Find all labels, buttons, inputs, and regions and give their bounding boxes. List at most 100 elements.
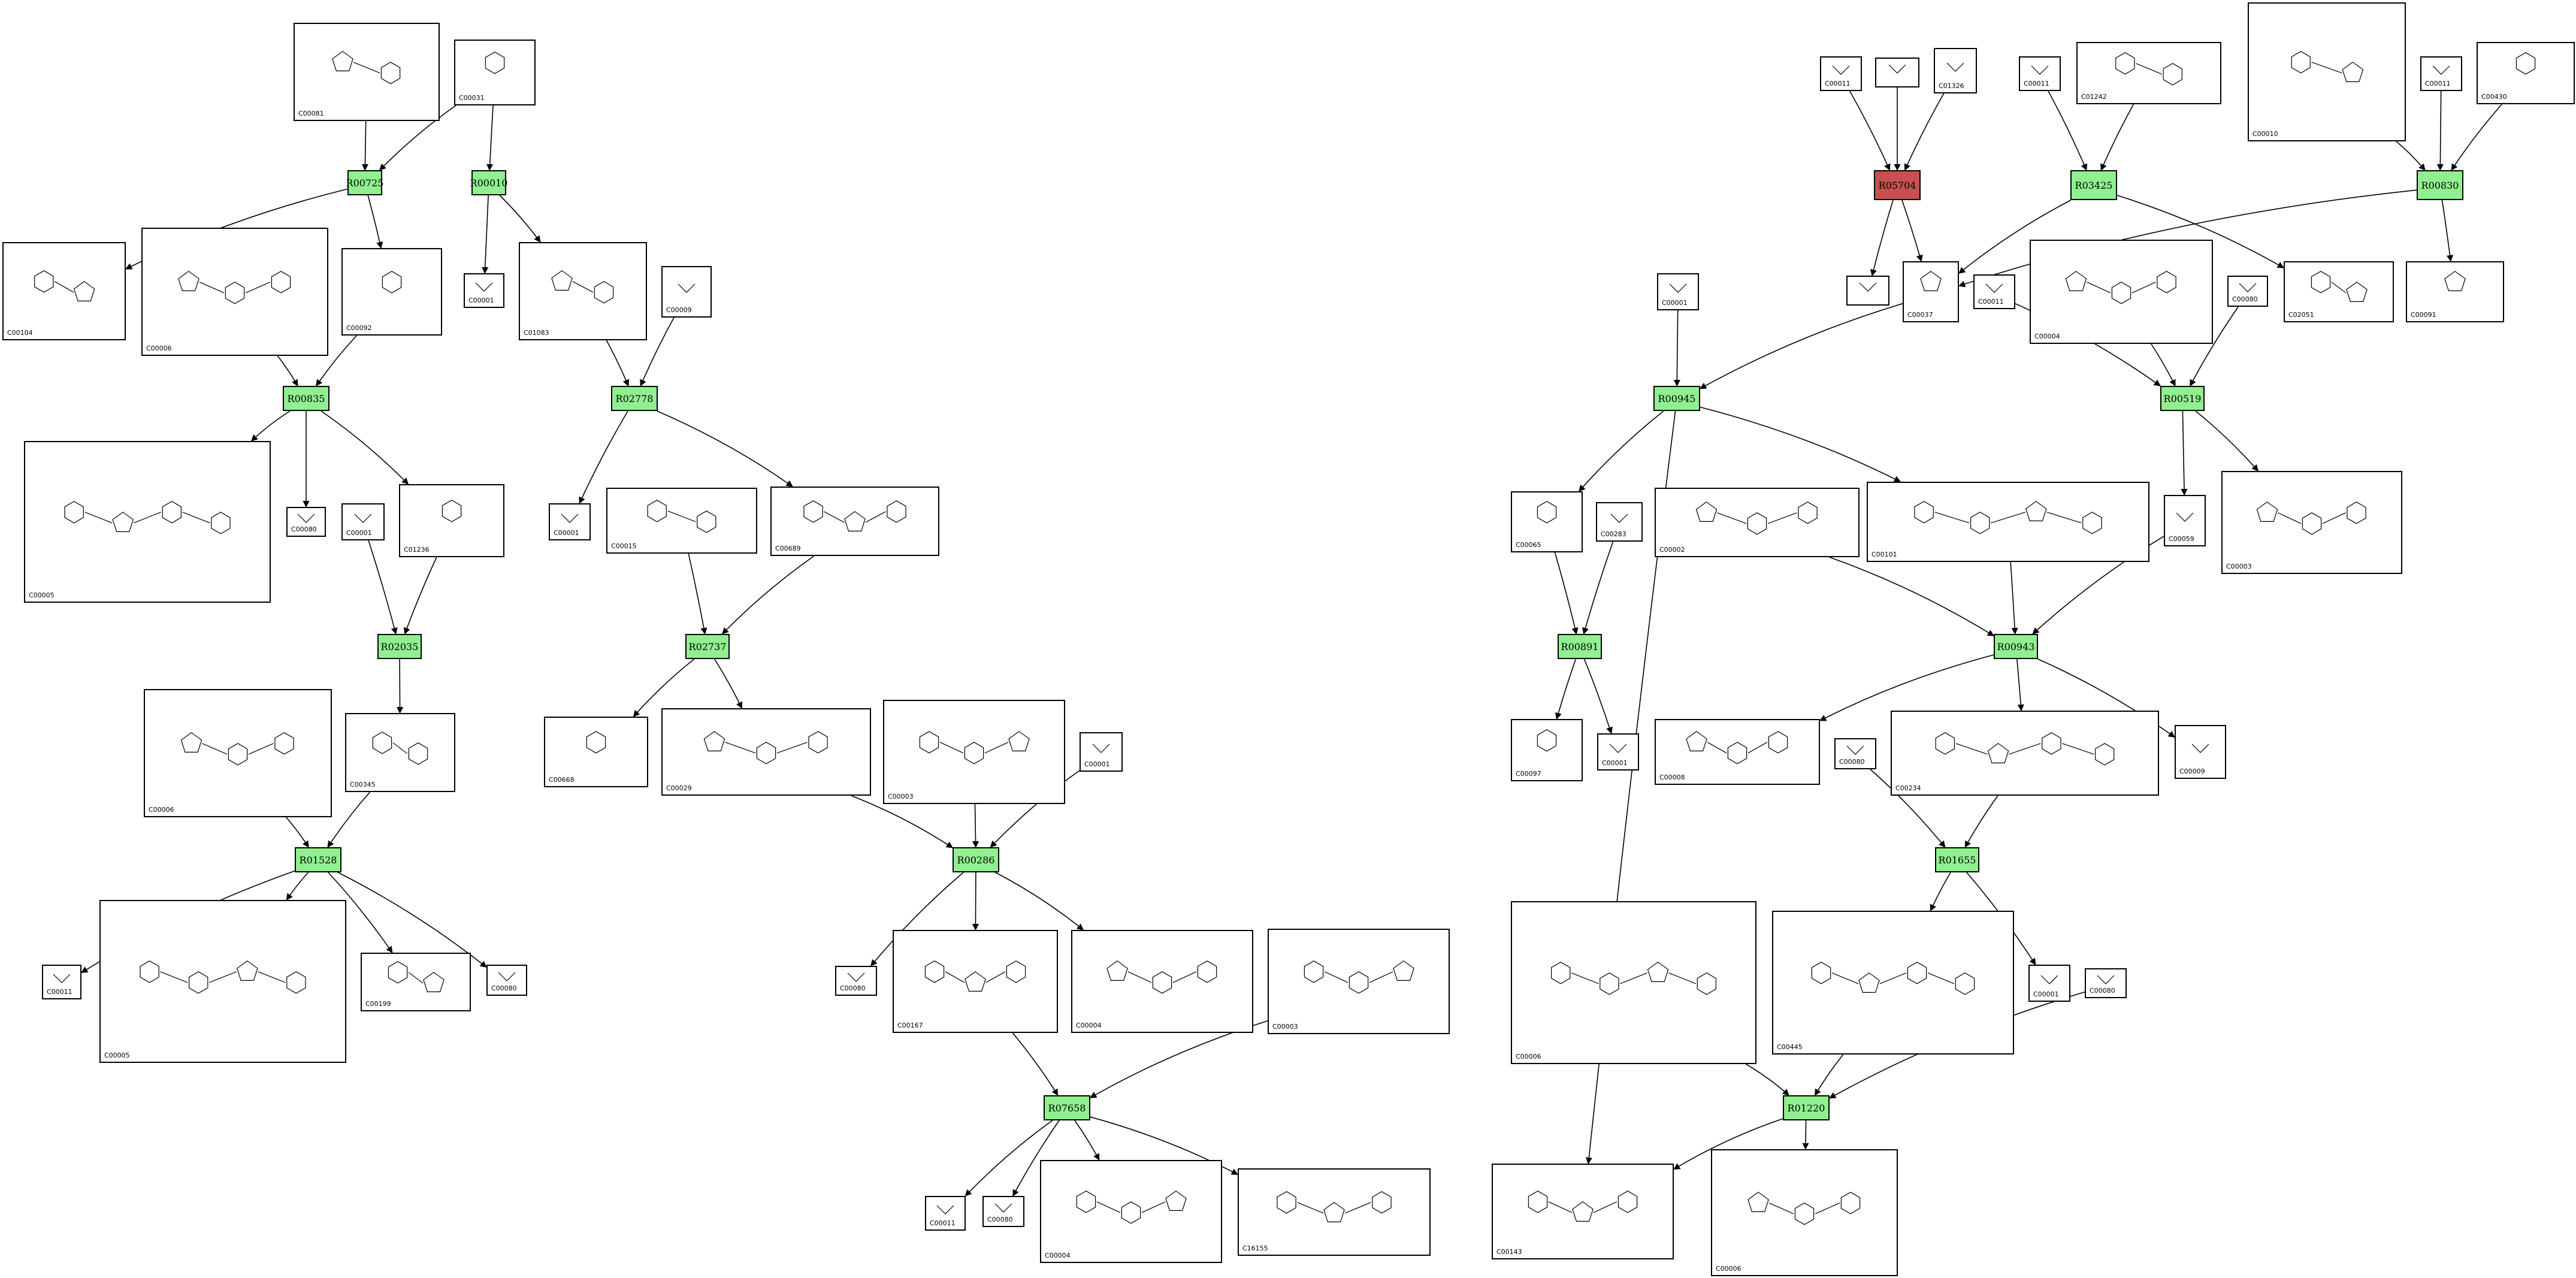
compound-node[interactable]: C00430: [2477, 42, 2575, 104]
compound-node[interactable]: C00097: [1511, 719, 1583, 781]
reaction-node[interactable]: R02035: [377, 634, 422, 659]
compound-node[interactable]: C00080: [982, 1196, 1024, 1227]
compound-node[interactable]: C00006: [1711, 1149, 1898, 1276]
compound-node[interactable]: C00001: [464, 273, 504, 308]
reaction-edge-arrow: [965, 1120, 1053, 1197]
compound-node[interactable]: C01242: [2076, 42, 2221, 104]
compound-node[interactable]: C00080: [2085, 968, 2127, 998]
compound-node[interactable]: C00008: [1655, 719, 1820, 785]
reaction-edge-arrow: [1819, 654, 1994, 721]
compound-node[interactable]: C00011: [925, 1196, 966, 1231]
compound-node[interactable]: C01326: [1934, 48, 1977, 93]
compound-node[interactable]: C00101: [1867, 482, 2149, 562]
reaction-node[interactable]: R00010: [470, 170, 507, 195]
reaction-edge-arrow: [1930, 872, 1951, 912]
compound-node[interactable]: C01083: [519, 242, 647, 340]
compound-node[interactable]: C00080: [2227, 276, 2268, 307]
compound-node[interactable]: C00003: [883, 700, 1065, 804]
compound-label: C00091: [2411, 311, 2436, 319]
compound-node[interactable]: C00006: [1511, 901, 1756, 1064]
compound-node[interactable]: C00345: [345, 713, 455, 792]
compound-node[interactable]: C00001: [1597, 733, 1639, 771]
compound-node[interactable]: C02051: [2284, 261, 2394, 322]
compound-node[interactable]: C00031: [454, 40, 536, 105]
compound-node[interactable]: C00029: [661, 708, 871, 796]
compound-node[interactable]: C00080: [486, 965, 527, 996]
reaction-node[interactable]: R00835: [283, 386, 329, 411]
compound-node[interactable]: C00143: [1492, 1164, 1674, 1259]
reaction-edge-arrow: [633, 658, 695, 717]
molecule-structure-icon: [1076, 1191, 1187, 1224]
reaction-node[interactable]: R02737: [685, 634, 730, 659]
compound-node[interactable]: C00080: [835, 966, 877, 996]
compound-node[interactable]: C00104: [2, 242, 126, 340]
compound-node[interactable]: C00004: [1071, 930, 1253, 1033]
compound-node[interactable]: C00009: [2175, 725, 2226, 779]
compound-label: C00009: [666, 306, 692, 314]
compound-node[interactable]: C01236: [399, 484, 504, 557]
reaction-node[interactable]: R02778: [611, 386, 658, 411]
reaction-node[interactable]: R00943: [1994, 634, 2038, 659]
reaction-edge-arrow: [1958, 189, 2417, 288]
compound-node[interactable]: C00081: [294, 23, 440, 121]
compound-node[interactable]: C00005: [24, 441, 271, 603]
compound-node[interactable]: C00080: [1834, 738, 1876, 769]
compound-node[interactable]: C00003: [2221, 471, 2402, 574]
compound-node[interactable]: C00001: [341, 503, 385, 540]
reaction-node[interactable]: R01655: [1935, 847, 1979, 872]
compound-node[interactable]: C00002: [1655, 488, 1860, 557]
compound-node[interactable]: C00001: [1657, 273, 1699, 310]
reaction-node[interactable]: R00945: [1653, 386, 1700, 411]
molecule-structure-icon: [678, 283, 696, 293]
compound-node[interactable]: C00004: [2030, 240, 2213, 344]
reaction-edge-arrow: [972, 872, 979, 931]
compound-node[interactable]: C00080: [286, 507, 326, 537]
compound-node[interactable]: C00001: [1080, 732, 1123, 772]
compound-node[interactable]: C00059: [2164, 495, 2206, 546]
reaction-node[interactable]: R01528: [295, 847, 341, 872]
compound-node[interactable]: [1875, 58, 1919, 87]
compound-node[interactable]: C00199: [361, 953, 471, 1011]
compound-node[interactable]: C00668: [544, 717, 648, 787]
compound-node[interactable]: C00011: [2019, 56, 2061, 91]
compound-node[interactable]: C00091: [2406, 261, 2504, 322]
reaction-edge-arrow: [1673, 310, 1680, 387]
reaction-node[interactable]: R00891: [1558, 634, 1602, 659]
compound-node[interactable]: C00001: [2028, 965, 2070, 1002]
compound-node[interactable]: C00004: [1040, 1160, 1222, 1263]
compound-label: C00001: [2033, 990, 2059, 998]
reaction-node[interactable]: R00286: [953, 847, 999, 872]
compound-node[interactable]: C00234: [1891, 711, 2159, 796]
compound-node[interactable]: C00006: [141, 228, 328, 356]
compound-node[interactable]: C00167: [893, 930, 1058, 1033]
reaction-node[interactable]: R01220: [1783, 1095, 1830, 1120]
compound-node[interactable]: C00037: [1903, 261, 1959, 322]
compound-node[interactable]: C00015: [606, 488, 757, 554]
compound-node[interactable]: C16155: [1238, 1168, 1431, 1256]
compound-label: C00031: [459, 94, 485, 102]
reaction-node[interactable]: R00830: [2417, 170, 2463, 200]
compound-node[interactable]: C00283: [1596, 502, 1643, 542]
reaction-edge-arrow: [482, 195, 489, 274]
molecule-structure-icon: [1537, 729, 1557, 752]
reaction-node[interactable]: R07658: [1044, 1095, 1090, 1120]
compound-node[interactable]: C00006: [144, 689, 332, 817]
reaction-node[interactable]: R03425: [2070, 170, 2117, 200]
compound-node[interactable]: [1846, 276, 1889, 306]
compound-node[interactable]: C00011: [1820, 56, 1862, 91]
reaction-node-alert[interactable]: R05704: [1874, 170, 1921, 200]
compound-node[interactable]: C00003: [1268, 929, 1450, 1034]
reaction-node[interactable]: R00725: [346, 170, 383, 195]
compound-node[interactable]: C00005: [99, 900, 346, 1063]
compound-node[interactable]: C00689: [770, 487, 939, 556]
compound-node[interactable]: C00065: [1511, 491, 1583, 552]
compound-node[interactable]: C00092: [341, 248, 442, 336]
reaction-node[interactable]: R00519: [2160, 386, 2205, 411]
compound-node[interactable]: C00011: [2420, 56, 2462, 91]
compound-node[interactable]: C00009: [661, 266, 712, 318]
compound-node[interactable]: C00011: [42, 965, 81, 999]
compound-node[interactable]: C00445: [1772, 911, 2014, 1055]
compound-node[interactable]: C00010: [2248, 2, 2406, 141]
compound-node[interactable]: C00011: [1973, 274, 2015, 309]
compound-node[interactable]: C00001: [549, 503, 591, 540]
